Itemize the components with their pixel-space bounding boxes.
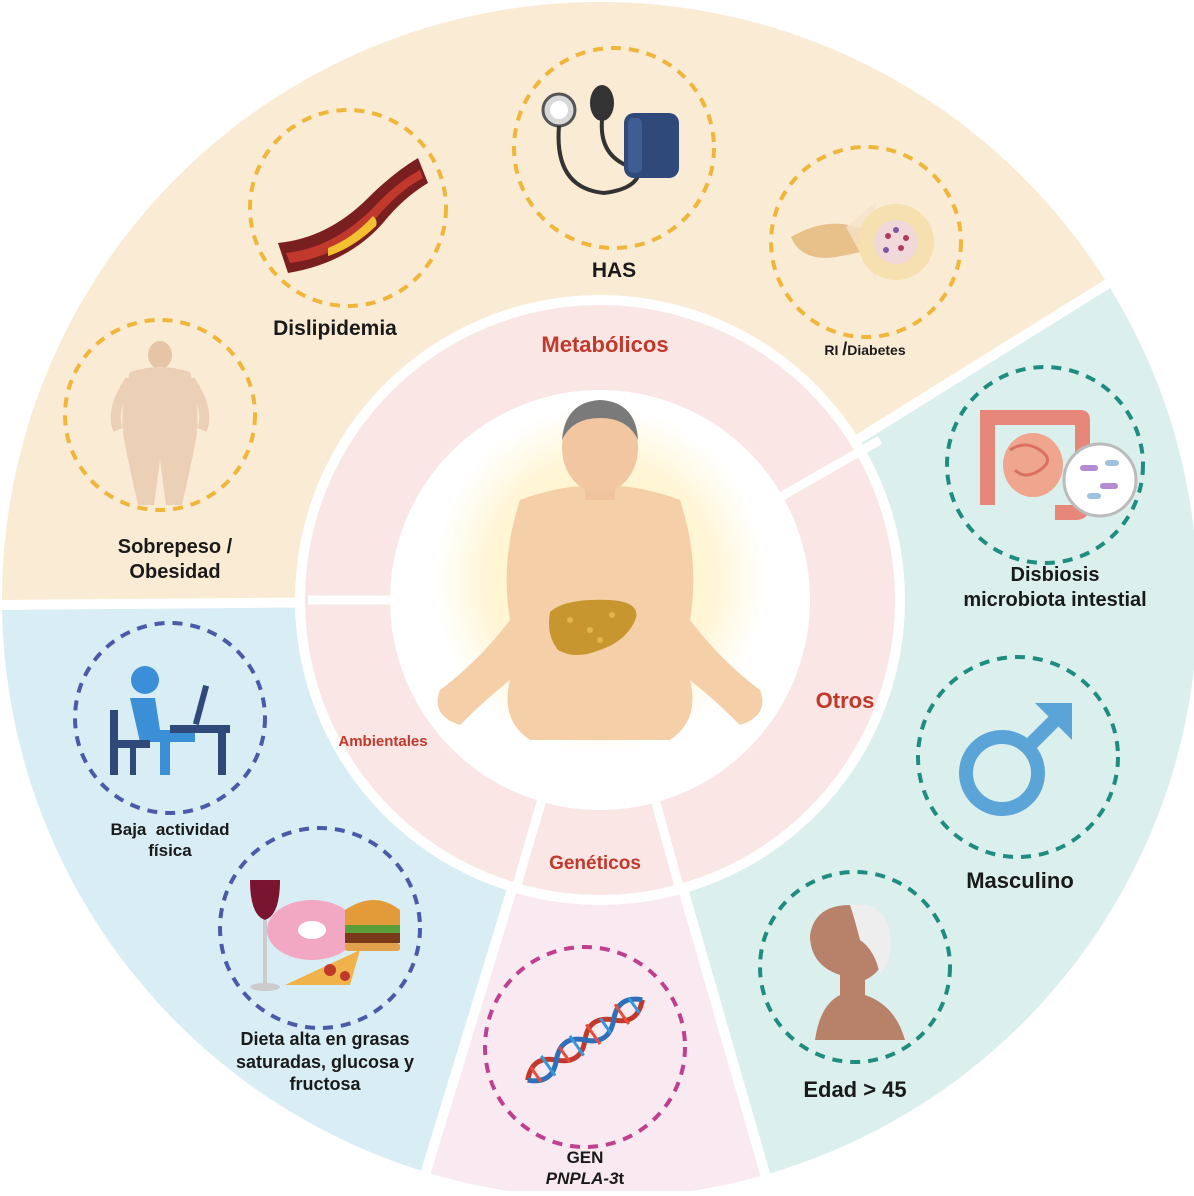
label-overweight-line1: Sobrepeso / — [70, 535, 280, 560]
label-dysbiosis-line1: Disbiosis — [940, 563, 1170, 588]
label-dyslipidemia: Dislipidemia — [230, 316, 440, 342]
label-gene-line1: GEN — [505, 1147, 665, 1168]
label-dysbiosis-line2: microbiota intestial — [940, 588, 1170, 613]
label-gene-line2: PNPLA-3t — [505, 1168, 665, 1189]
category-genetic: Genéticos — [520, 853, 670, 875]
label-overweight: Sobrepeso / Obesidad — [70, 535, 280, 585]
label-gene: GEN PNPLA-3t — [505, 1147, 665, 1190]
label-diet-line1: Dieta alta en grasas — [205, 1028, 445, 1051]
label-diabetes-c: Diabetes — [847, 342, 905, 358]
category-others: Otros — [785, 688, 905, 714]
label-activity-line2: física — [80, 840, 260, 861]
label-gene-name: PNPLA-3 — [546, 1169, 619, 1188]
label-diet-line2: saturadas, glucosa y — [205, 1051, 445, 1074]
label-diabetes: RI /Diabetes — [790, 338, 940, 361]
label-dysbiosis: Disbiosis microbiota intestial — [940, 563, 1170, 613]
label-male: Masculino — [920, 867, 1120, 895]
category-environmental: Ambientales — [318, 733, 448, 750]
label-overweight-line2: Obesidad — [70, 560, 280, 585]
label-age: Edad > 45 — [780, 1076, 930, 1104]
label-hypertension: HAS — [564, 258, 664, 284]
category-metabolic: Metabólicos — [505, 332, 705, 358]
label-gene-suffix: t — [619, 1169, 625, 1188]
label-diet-line3: fructosa — [205, 1073, 445, 1096]
label-activity: Baja actividad física — [80, 819, 260, 862]
label-diabetes-a: RI — [824, 342, 838, 358]
label-diet: Dieta alta en grasas saturadas, glucosa … — [205, 1028, 445, 1096]
label-activity-line1: Baja actividad — [80, 819, 260, 840]
